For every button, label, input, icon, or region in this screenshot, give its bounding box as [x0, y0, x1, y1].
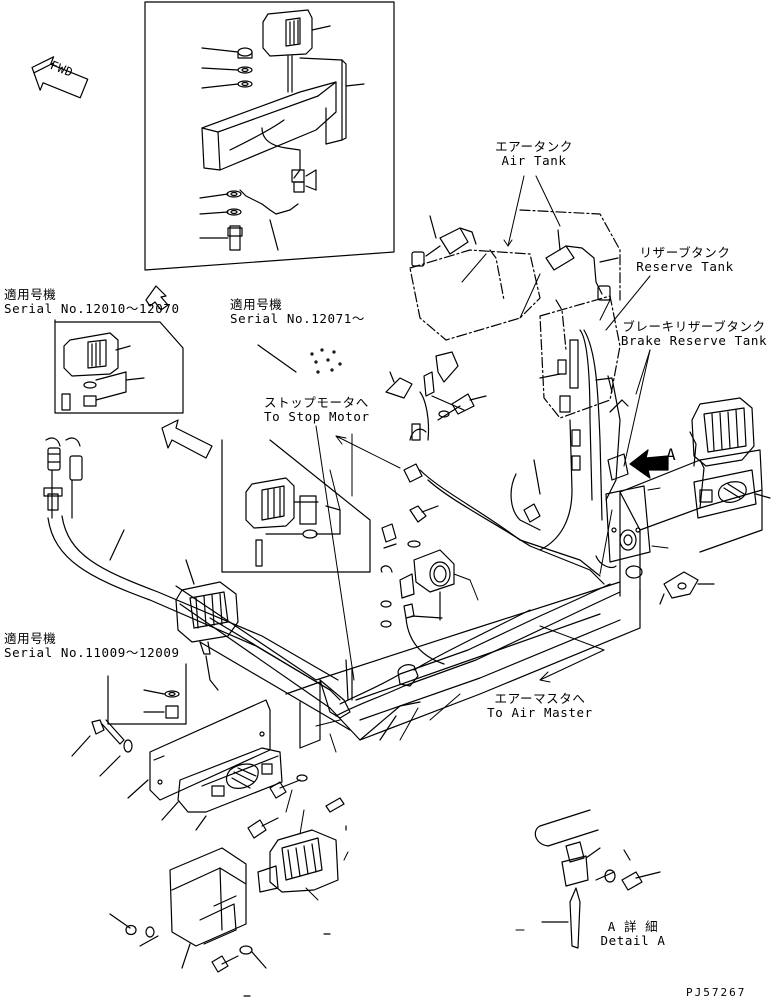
- serial-11009-label-jp: 適用号機: [4, 631, 57, 646]
- brake-reserve-tank-label-jp: ブレーキリザーブタンク: [622, 319, 766, 334]
- brake-tank-leader: [609, 399, 629, 413]
- dots-cluster: [257, 344, 342, 374]
- pointer-arrow-top: [145, 285, 169, 311]
- air-tank-label-jp: エアータンク: [495, 139, 573, 154]
- view-arrow-label: A: [666, 445, 677, 464]
- leader-lines: [285, 175, 669, 931]
- left-tail-lamp: [177, 747, 283, 813]
- serial-12071-label: 適用号機 Serial No.12071～: [230, 298, 365, 326]
- brake-reserve-tank-label-en: Brake Reserve Tank: [620, 333, 768, 348]
- left-harness: [43, 437, 339, 691]
- reserve-tank-label: リザーブタンク Reserve Tank: [630, 246, 740, 274]
- pointer-arrow-left: [161, 419, 213, 459]
- air-master-label: エアーマスタへ To Air Master: [476, 692, 604, 720]
- drawing-code: PJ57267: [686, 986, 747, 999]
- frame-bolt-left: [71, 719, 207, 831]
- detail-a-drawing: [534, 809, 661, 949]
- serial-11009-label-en: Serial No.11009～12009: [4, 645, 180, 660]
- left-inset-box: [54, 319, 184, 414]
- center-sensor-parts: [380, 351, 487, 665]
- stop-motor-label: ストップモータへ To Stop Motor: [264, 396, 370, 424]
- center-harness: [319, 583, 621, 741]
- frame-bolt-center: [247, 774, 345, 839]
- top-inset-fasteners: [199, 25, 331, 251]
- stop-motor-label-jp: ストップモータへ: [264, 395, 369, 410]
- air-tank-label-en: Air Tank: [501, 153, 567, 168]
- left-work-lamp: [175, 559, 239, 691]
- brake-reserve-tank-label: ブレーキリザーブタンク Brake Reserve Tank: [614, 320, 774, 348]
- fwd-arrow: [31, 56, 89, 99]
- reserve-tank-harness: [510, 329, 629, 551]
- detail-a-label-en: Detail A: [600, 933, 666, 948]
- detail-a-label-jp: A 詳 細: [607, 919, 659, 934]
- serial-12010-label-jp: 適用号機: [4, 287, 57, 302]
- lower-bracket-box: [109, 847, 267, 973]
- top-inset-bracket: [201, 57, 365, 215]
- air-tank-label: エアータンク Air Tank: [494, 140, 574, 168]
- serial-12010-label: 適用号機 Serial No.12010～12070: [4, 288, 180, 316]
- right-work-lamp: [689, 397, 755, 467]
- serial-12010-label-en: Serial No.12010～12070: [4, 301, 180, 316]
- left-inset-lamp: [61, 332, 145, 411]
- lower-rear-lamp: [257, 829, 339, 893]
- air-master-label-jp: エアーマスタへ: [494, 691, 586, 706]
- stop-motor-label-en: To Stop Motor: [264, 409, 370, 424]
- serial-11009-label: 適用号機 Serial No.11009～12009: [4, 632, 180, 660]
- air-master-label-en: To Air Master: [487, 705, 593, 720]
- misc-marks: [243, 825, 347, 997]
- reserve-tank-label-en: Reserve Tank: [636, 259, 734, 274]
- right-plate-bracket: [595, 485, 715, 605]
- view-a-arrow: [629, 449, 669, 479]
- right-tail-lamp: [693, 469, 771, 519]
- lower-left-inset: [107, 663, 187, 725]
- air-tank-fittings: [411, 215, 619, 301]
- detail-a-label: A 詳 細 Detail A: [598, 920, 668, 948]
- top-inset-lamp: [262, 9, 331, 93]
- air-pipes: [403, 371, 605, 585]
- middle-inset-box: [221, 439, 371, 573]
- serial-12071-label-jp: 適用号機: [230, 297, 283, 312]
- serial-12071-label-en: Serial No.12071～: [230, 311, 365, 326]
- middle-inset-lamp: [245, 477, 341, 567]
- reserve-tank-label-jp: リザーブタンク: [639, 245, 731, 260]
- top-inset-box: [144, 1, 395, 271]
